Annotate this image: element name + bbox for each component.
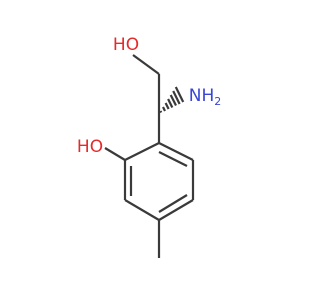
- bonds: [104, 54, 195, 258]
- bond-ring-double-2: [158, 194, 188, 213]
- atom-label-nh2: NH2: [189, 86, 222, 108]
- bond-ring-oh: [104, 147, 126, 161]
- atom-label-ho-phenol: HO: [77, 137, 103, 157]
- bond-ring-c3-c4: [158, 199, 194, 221]
- nh2-subscript: 2: [214, 95, 221, 108]
- molecule-structure: HO NH2 HO: [77, 35, 222, 258]
- bond-o-ch2: [132, 54, 160, 75]
- bond-ring-c1-c2: [158, 142, 194, 161]
- bond-ring-c6-c1: [124, 142, 160, 161]
- nh2-main: NH: [189, 86, 215, 106]
- bond-ring-c4-c5: [124, 199, 160, 221]
- bond-ring-double-1: [158, 151, 188, 167]
- atom-label-ho-top: HO: [113, 35, 139, 55]
- stereo-hash-wedge: [159, 86, 185, 113]
